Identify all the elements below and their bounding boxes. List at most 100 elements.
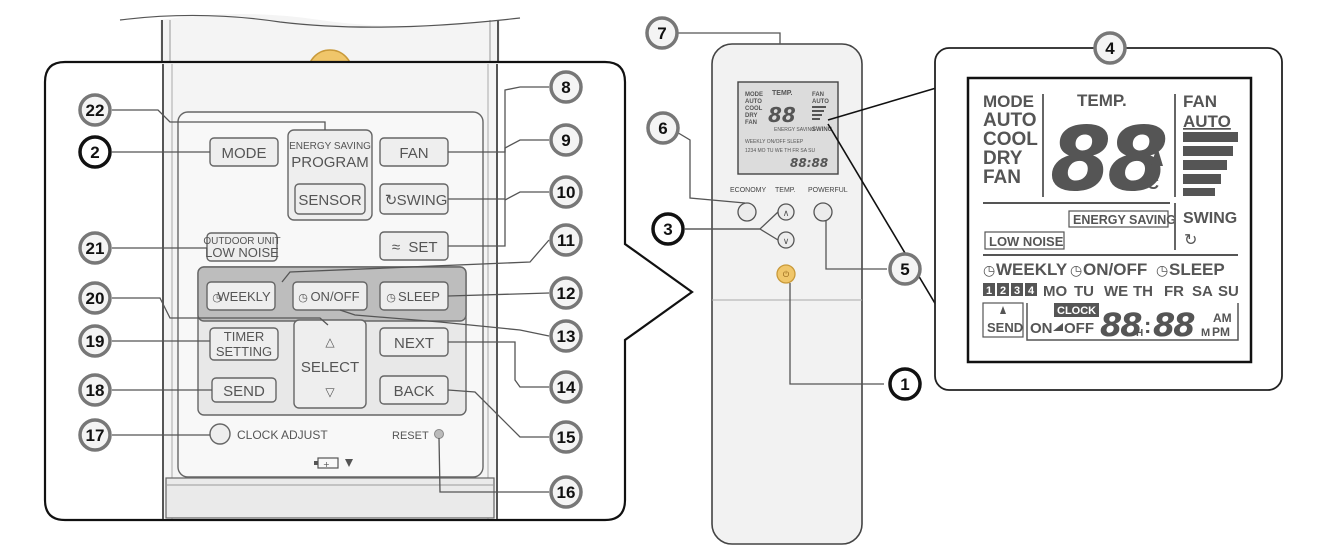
- lcd-day-sa: SA: [1192, 283, 1213, 300]
- callout-number: 19: [86, 332, 105, 351]
- svg-text:LOW NOISE: LOW NOISE: [205, 245, 279, 260]
- callout-number: 22: [86, 101, 105, 120]
- callout-3: 3: [651, 212, 685, 246]
- svg-text:DRY: DRY: [745, 113, 757, 119]
- svg-text:88: 88: [768, 103, 796, 127]
- svg-text:MODE: MODE: [745, 92, 763, 98]
- set-button[interactable]: ≈ SET: [379, 231, 449, 261]
- svg-text:TEMP.: TEMP.: [775, 187, 796, 194]
- sleep-button[interactable]: ◷ SLEEP: [379, 281, 449, 311]
- fan-speed-bars: [1183, 132, 1238, 196]
- svg-text:+: +: [323, 460, 330, 469]
- callout-20: 20: [78, 281, 112, 315]
- svg-text:SET: SET: [408, 239, 437, 256]
- lcd-fan-auto: AUTO: [1183, 112, 1231, 131]
- lcd-temp-label: TEMP.: [1077, 91, 1127, 110]
- svg-text:PROGRAM: PROGRAM: [291, 154, 369, 171]
- weekly-button[interactable]: ◷ WEEKLY: [206, 281, 276, 311]
- clock-icon: ◷: [983, 263, 995, 279]
- powerful-button[interactable]: [813, 202, 833, 222]
- zoomed-remote: MODE ENERGY SAVING PROGRAM SENSOR FAN ↻ …: [43, 14, 694, 522]
- lcd-m: M: [1201, 327, 1210, 339]
- svg-text:FAN: FAN: [812, 92, 824, 98]
- svg-text:POWERFUL: POWERFUL: [808, 187, 848, 194]
- callout-22: 22: [78, 93, 112, 127]
- svg-text:FAN: FAN: [399, 145, 428, 162]
- lcd-sleep: SLEEP: [1169, 260, 1225, 279]
- power-button[interactable]: [776, 264, 796, 284]
- callout-13: 13: [549, 319, 583, 353]
- svg-text:RESET: RESET: [392, 430, 429, 442]
- mode-button[interactable]: MODE: [209, 137, 279, 167]
- callout-19: 19: [78, 324, 112, 358]
- callout-21: 21: [78, 231, 112, 265]
- next-button[interactable]: NEXT: [379, 327, 449, 357]
- callout-12: 12: [549, 276, 583, 310]
- callout-number: 4: [1105, 39, 1115, 58]
- onoff-button[interactable]: ◷ ON/OFF: [292, 281, 368, 311]
- timer-setting-button[interactable]: TIMER SETTING: [209, 327, 279, 361]
- lcd-program-box: [1011, 283, 1023, 296]
- callout-number: 6: [658, 119, 667, 138]
- callout-17: 17: [78, 418, 112, 452]
- callout-4: 4: [1093, 31, 1127, 65]
- svg-text:TEMP.: TEMP.: [772, 90, 793, 97]
- svg-text:WEEKLY ON/OFF SLEEP: WEEKLY ON/OFF SLEEP: [745, 139, 804, 145]
- lcd-day-su: SU: [1218, 283, 1239, 300]
- lcd-program-2: 2: [1000, 285, 1006, 297]
- lcd-degree: °C: [1140, 174, 1159, 193]
- callout-number: 9: [561, 131, 570, 150]
- svg-text:SEND: SEND: [223, 383, 265, 400]
- lcd-colon: :: [1144, 313, 1151, 338]
- svg-text:∧: ∧: [783, 209, 790, 219]
- callout-18: 18: [78, 373, 112, 407]
- battery-icon: +: [314, 457, 353, 469]
- sensor-button[interactable]: SENSOR: [294, 183, 366, 215]
- svg-text:88:88: 88:88: [790, 156, 828, 170]
- svg-text:AUTO: AUTO: [745, 99, 762, 105]
- lcd-program-box: [997, 283, 1009, 296]
- lcd-day-th: TH: [1133, 283, 1153, 300]
- lcd-day-we: WE: [1104, 283, 1128, 300]
- left-leaders: [112, 86, 550, 493]
- clock-icon: ◷: [386, 292, 396, 304]
- lcd-send: SEND: [987, 320, 1023, 335]
- svg-text:TIMER: TIMER: [224, 329, 264, 344]
- svg-text:SETTING: SETTING: [216, 344, 272, 359]
- clock-adjust-button[interactable]: CLOCK ADJUST: [209, 423, 328, 445]
- lcd-clock: CLOCK: [1057, 305, 1096, 317]
- callout-2: 2: [78, 135, 112, 169]
- fan-button[interactable]: FAN: [379, 137, 449, 167]
- svg-text:WEEKLY: WEEKLY: [217, 289, 271, 304]
- callout-14: 14: [549, 370, 583, 404]
- swing-button[interactable]: ↻ SWING: [379, 183, 449, 215]
- lcd-weekly: WEEKLY: [996, 260, 1068, 279]
- callout-number: 15: [557, 428, 576, 447]
- lcd-program-3: 3: [1014, 285, 1020, 297]
- callout-number: 11: [557, 231, 575, 250]
- lcd-off: OFF: [1064, 320, 1094, 337]
- callout-8: 8: [549, 70, 583, 104]
- lcd-day-mo: MO: [1043, 283, 1067, 300]
- callout-15: 15: [549, 420, 583, 454]
- select-button[interactable]: △ SELECT ▽: [293, 319, 367, 409]
- back-button[interactable]: BACK: [379, 375, 449, 405]
- lcd-fan-label: FAN: [1183, 92, 1217, 111]
- svg-text:SWING: SWING: [397, 192, 448, 209]
- lcd-hour-digits: 88: [1100, 306, 1142, 344]
- callout-number: 14: [557, 378, 576, 397]
- svg-text:SENSOR: SENSOR: [298, 192, 362, 209]
- lcd-h: H: [1136, 328, 1143, 339]
- send-button[interactable]: SEND: [211, 377, 277, 403]
- lcd-swing-icon: ↻: [1184, 230, 1197, 249]
- callout-16: 16: [549, 475, 583, 509]
- down-arrow-icon: ▽: [325, 385, 335, 399]
- outdoor-unit-low-noise-button[interactable]: OUTDOOR UNIT LOW NOISE: [203, 232, 281, 262]
- economy-button[interactable]: [737, 202, 757, 222]
- svg-text:SLEEP: SLEEP: [398, 289, 440, 304]
- callout-7: 7: [645, 16, 679, 50]
- lcd-auto: AUTO: [983, 110, 1036, 131]
